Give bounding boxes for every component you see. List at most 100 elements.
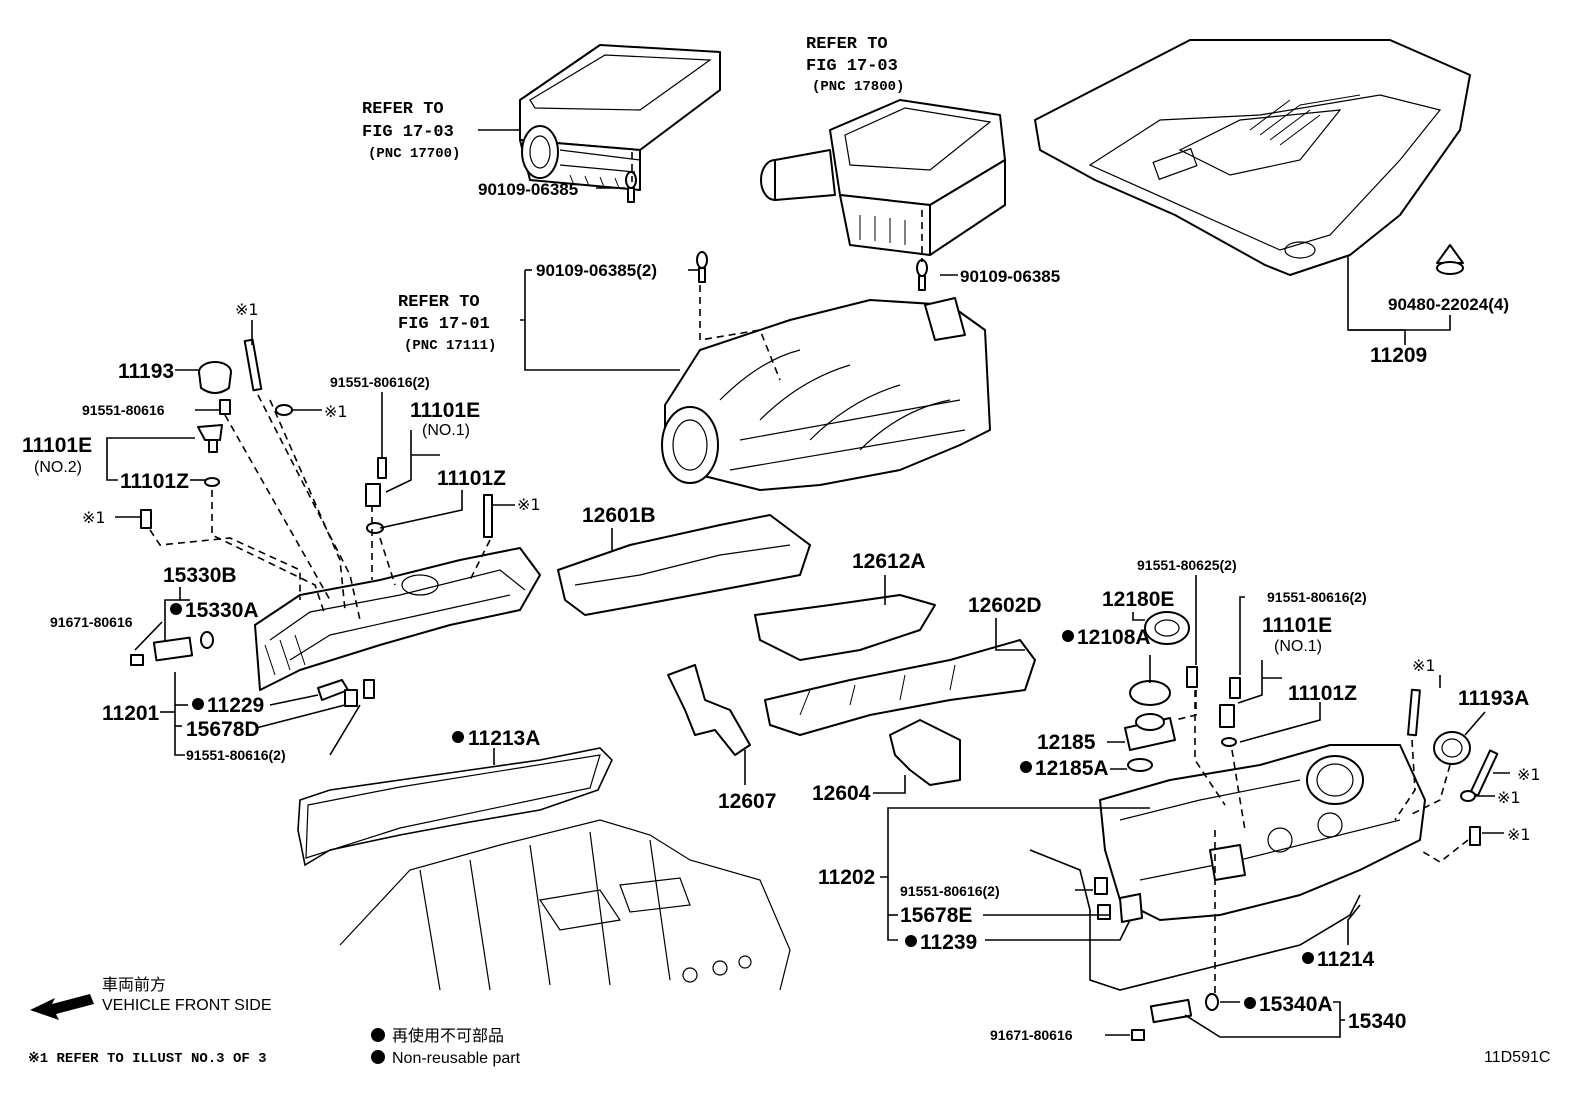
label-12612A[interactable]: 12612A [852, 550, 926, 573]
nonreuse-dot-11213A [452, 731, 464, 743]
label-91551-80616-2c[interactable]: 91551-80616(2) [1267, 589, 1367, 605]
label-11193[interactable]: 11193 [118, 360, 174, 383]
label-no1b: (NO.1) [1274, 638, 1322, 655]
left-gasket-illustration [297, 747, 613, 867]
air-cleaner-right-illustration [760, 99, 1006, 256]
label-11229[interactable]: 11229 [207, 694, 264, 717]
label-15340A[interactable]: 15340A [1259, 993, 1333, 1016]
ref-17111-line1: REFER TO [398, 293, 480, 312]
insulator-12604 [889, 719, 961, 786]
label-11239[interactable]: 11239 [920, 931, 977, 954]
label-12601B[interactable]: 12601B [582, 504, 656, 527]
arrow-left-icon [30, 994, 94, 1020]
label-90480-22024-4[interactable]: 90480-22024(4) [1388, 295, 1509, 314]
label-11201[interactable]: 11201 [102, 702, 160, 725]
insulator-12607 [667, 664, 751, 756]
label-91551-80616-2a[interactable]: 91551-80616(2) [330, 374, 430, 390]
label-11202[interactable]: 11202 [818, 866, 875, 889]
ref-17800-line1: REFER TO [806, 35, 888, 54]
diagram-code-label: 11D591C [1484, 1049, 1550, 1066]
cylinder-block-illustration [339, 819, 791, 991]
front-en-label: VEHICLE FRONT SIDE [102, 997, 272, 1014]
label-x1-g: ※1 [1497, 788, 1521, 807]
label-91671-80616-b[interactable]: 91671-80616 [990, 1027, 1073, 1043]
label-11101Z-b[interactable]: 11101Z [437, 467, 506, 490]
label-15678D[interactable]: 15678D [186, 718, 260, 741]
ref-17700-line3: (PNC 17700) [368, 146, 460, 162]
insulator-12602D [764, 639, 1036, 736]
label-no2: (NO.2) [34, 459, 82, 476]
nonreuse-dot-12185A [1020, 761, 1032, 773]
label-91551-80616-a[interactable]: 91551-80616 [82, 402, 165, 418]
label-11101E-no1b[interactable]: 11101E [1262, 614, 1332, 637]
label-no1a: (NO.1) [422, 422, 470, 439]
ref-17700-line1: REFER TO [362, 100, 444, 119]
nonreuse-dot-11239 [905, 935, 917, 947]
nonreuse-dot-15340A [1244, 997, 1256, 1009]
label-12602D[interactable]: 12602D [968, 594, 1042, 617]
nonreuse-legend-dot-2 [371, 1050, 385, 1064]
nonreuse-dot-11229 [192, 698, 204, 710]
label-91551-80625-2[interactable]: 91551-80625(2) [1137, 557, 1237, 573]
right-head-cover-illustration [1099, 744, 1426, 921]
label-11209[interactable]: 11209 [1370, 344, 1427, 367]
label-15330A[interactable]: 15330A [185, 599, 259, 622]
intake-manifold-illustration [661, 297, 991, 491]
label-90109-06385-b[interactable]: 90109-06385 [960, 267, 1060, 286]
label-12604[interactable]: 12604 [812, 782, 871, 805]
label-15330B[interactable]: 15330B [163, 564, 237, 587]
nonreuse-dot-11214 [1302, 952, 1314, 964]
label-12607[interactable]: 12607 [718, 790, 776, 813]
label-x1-h: ※1 [1507, 825, 1531, 844]
label-11213A[interactable]: 11213A [468, 727, 540, 750]
right-gasket-illustration [1029, 849, 1361, 991]
label-x1-b: ※1 [235, 300, 259, 319]
front-jp-label: 車両前方 [102, 975, 166, 994]
leader-lines [106, 129, 1510, 1038]
ref-17111-line2: FIG 17-01 [398, 315, 490, 334]
insulator-12601B [557, 514, 811, 616]
left-head-cover-illustration [254, 547, 541, 691]
label-12108A[interactable]: 12108A [1077, 626, 1151, 649]
label-11193A[interactable]: 11193A [1458, 687, 1529, 710]
label-x1-d: ※1 [517, 495, 541, 514]
insulator-12602D-detail [799, 664, 956, 716]
label-12180E[interactable]: 12180E [1102, 588, 1174, 611]
label-x1-a: ※1 [82, 508, 106, 527]
nonreuse-en-label: Non-reusable part [392, 1050, 521, 1067]
label-11101Z-a[interactable]: 11101Z [120, 470, 189, 493]
label-91671-80616-a[interactable]: 91671-80616 [50, 614, 133, 630]
label-11101E-no2[interactable]: 11101E [22, 434, 92, 457]
insulator-12612A [754, 594, 936, 661]
ref-17111-line3: (PNC 17111) [404, 338, 496, 354]
label-11214[interactable]: 11214 [1317, 948, 1375, 971]
label-15678E[interactable]: 15678E [900, 904, 972, 927]
engine-cover-illustration [1034, 39, 1471, 276]
label-x1-c: ※1 [324, 402, 348, 421]
left-gasket-inner [305, 754, 601, 859]
nonreuse-dot-15330A [170, 603, 182, 615]
ref-17800-line3: (PNC 17800) [812, 79, 904, 95]
label-12185[interactable]: 12185 [1037, 731, 1096, 754]
label-91551-80616-2d[interactable]: 91551-80616(2) [900, 883, 1000, 899]
label-x1-f: ※1 [1517, 765, 1541, 784]
label-x1-e: ※1 [1412, 656, 1436, 675]
label-12185A[interactable]: 12185A [1035, 757, 1109, 780]
ref-17700-line2: FIG 17-03 [362, 123, 454, 142]
air-cleaner-left-illustration [519, 44, 721, 191]
ref-17800-line2: FIG 17-03 [806, 57, 898, 76]
nonreuse-jp-label: 再使用不可部品 [392, 1026, 504, 1045]
label-90109-06385-a[interactable]: 90109-06385 [478, 180, 578, 199]
small-parts [130, 171, 1499, 1041]
label-11101Z-c[interactable]: 11101Z [1288, 682, 1357, 705]
legend: 車両前方 VEHICLE FRONT SIDE 再使用不可部品 Non-reus… [28, 975, 1550, 1067]
nonreuse-dot-12108A [1062, 630, 1074, 642]
insulator-12601B-detail [574, 544, 791, 586]
label-15340[interactable]: 15340 [1348, 1010, 1406, 1033]
part-labels: REFER TO FIG 17-03 (PNC 17700) 90109-063… [22, 35, 1541, 1043]
label-91551-80616-2b[interactable]: 91551-80616(2) [186, 747, 286, 763]
label-11101E-no1a[interactable]: 11101E [410, 399, 480, 422]
nonreuse-legend-dot-1 [371, 1028, 385, 1042]
label-90109-06385-2[interactable]: 90109-06385(2) [536, 261, 657, 280]
